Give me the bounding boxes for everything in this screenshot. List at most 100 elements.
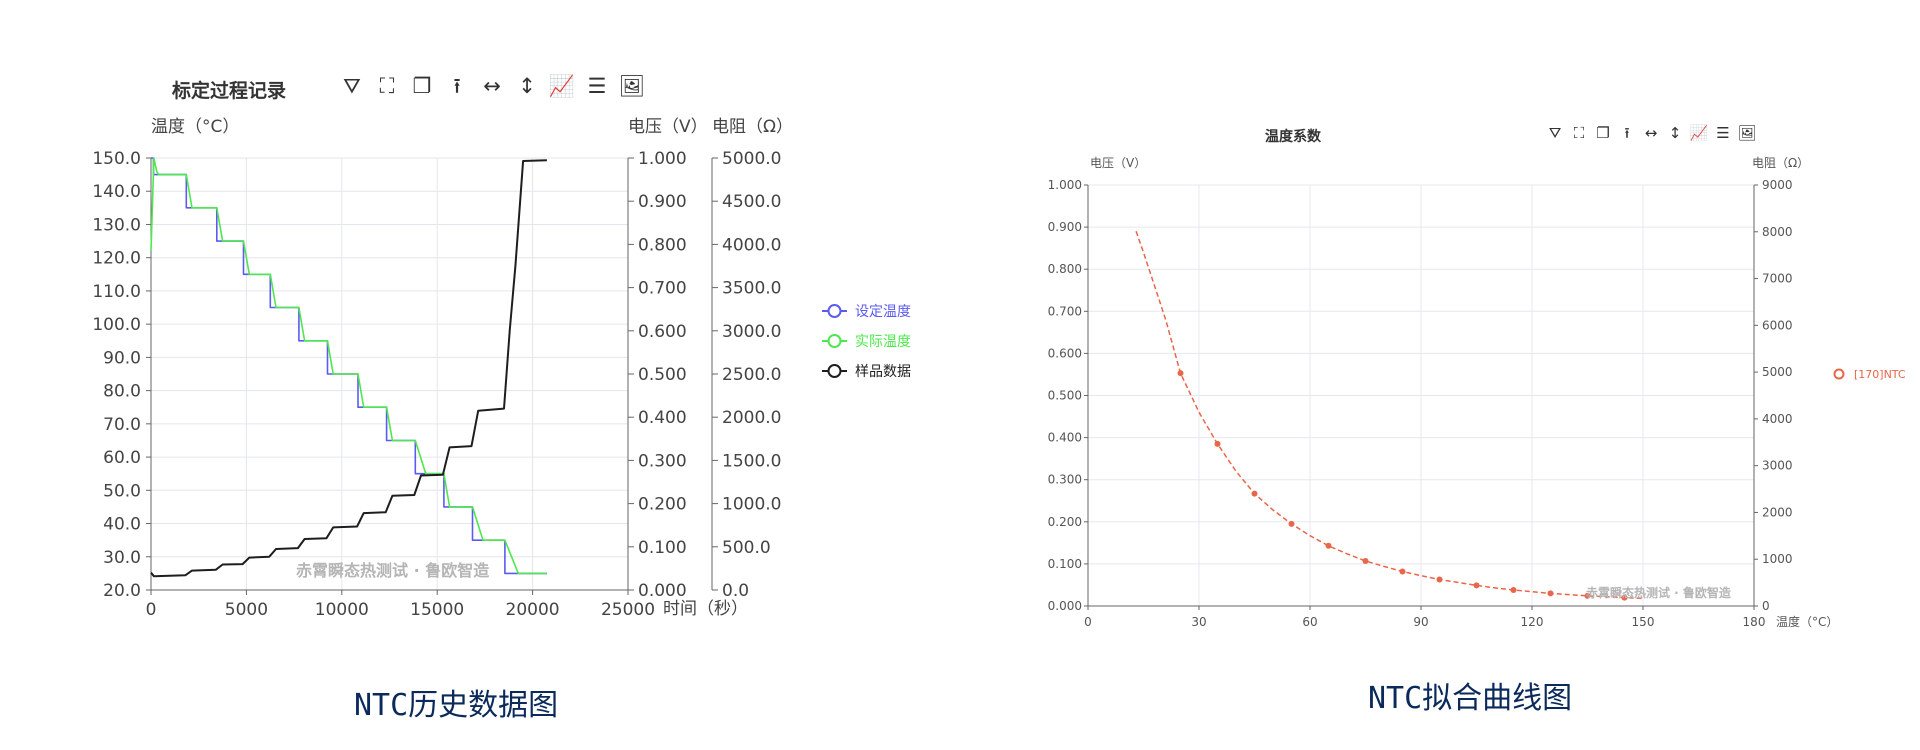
data-point xyxy=(1547,590,1554,597)
save-image-icon[interactable]: 🖼 xyxy=(618,74,646,98)
y-tick-label: 70.0 xyxy=(103,415,141,435)
y-tick-label: 0.700 xyxy=(1048,304,1082,318)
y3-tick-label: 4500.0 xyxy=(722,192,781,212)
y-tick-label: 0.900 xyxy=(1048,220,1082,234)
y3-tick-label: 500.0 xyxy=(722,538,771,558)
y2-tick-label: 0.500 xyxy=(638,365,687,385)
data-point xyxy=(1399,568,1406,575)
y-tick-label: 0.600 xyxy=(1048,346,1082,360)
y2-tick-label: 5000 xyxy=(1762,365,1793,379)
y-tick-label: 0.400 xyxy=(1048,431,1082,445)
y-tick-label: 90.0 xyxy=(103,348,141,368)
y3-tick-label: 3500.0 xyxy=(722,279,781,299)
line-chart-icon[interactable]: 📈 xyxy=(1689,124,1709,142)
y-tick-label: 150.0 xyxy=(92,149,141,169)
export-icon[interactable]: ⭱ xyxy=(453,74,461,98)
filter-icon[interactable]: ⛛ xyxy=(1548,124,1562,142)
watermark-text: 赤霄瞬态热测试 · 鲁欧智造 xyxy=(1586,585,1732,600)
zoom-area-icon[interactable]: ⛶ xyxy=(379,74,395,98)
chart-caption: NTC历史数据图 xyxy=(354,688,559,723)
data-point xyxy=(1177,370,1184,377)
y-tick-label: 0.100 xyxy=(1048,557,1082,571)
notes-icon[interactable]: ☰ xyxy=(1716,124,1730,142)
filter-icon[interactable]: ⛛ xyxy=(343,74,361,98)
y2-tick-label: 8000 xyxy=(1762,225,1793,239)
x-tick-label: 0 xyxy=(146,600,157,620)
legend-marker-1 xyxy=(827,304,842,318)
notes-icon[interactable]: ☰ xyxy=(587,74,607,98)
legend-marker-3 xyxy=(827,364,842,378)
y2-tick-label: 0.600 xyxy=(638,322,687,342)
y3-tick-label: 0.0 xyxy=(722,581,749,601)
save-image-icon[interactable]: 🖼 xyxy=(1737,124,1757,142)
x-tick-label: 15000 xyxy=(410,600,464,620)
watermark-text: 赤霄瞬态热测试 · 鲁欧智造 xyxy=(296,561,490,580)
x-tick-label: 60 xyxy=(1302,615,1317,629)
chart-caption: NTC拟合曲线图 xyxy=(1368,681,1573,716)
y2-tick-label: 1.000 xyxy=(638,149,687,169)
legend-label: [170]NTC xyxy=(1854,368,1906,381)
y-tick-label: 0.800 xyxy=(1048,262,1082,276)
y2-tick-label: 0.200 xyxy=(638,495,687,515)
y-tick-label: 60.0 xyxy=(103,448,141,468)
x-tick-label: 5000 xyxy=(225,600,268,620)
data-point xyxy=(1584,592,1591,599)
fit-chart-svg: 0.0000.1000.2000.3000.4000.5000.6000.700… xyxy=(1048,156,1906,629)
y-tick-label: 1.000 xyxy=(1048,178,1082,192)
y2-axis-name: 电阻（Ω） xyxy=(1752,156,1809,170)
y3-tick-label: 4000.0 xyxy=(722,235,781,255)
x-tick-label: 90 xyxy=(1413,615,1428,629)
data-point xyxy=(1362,557,1369,564)
export-icon[interactable]: ⭱ xyxy=(1624,124,1630,142)
zoom-area-icon[interactable]: ⛶ xyxy=(1573,124,1585,142)
y-tick-label: 80.0 xyxy=(103,382,141,402)
y2-tick-label: 0.900 xyxy=(638,192,687,212)
x-tick-label: 20000 xyxy=(506,600,560,620)
y-tick-label: 120.0 xyxy=(92,249,141,269)
series-line-1 xyxy=(151,157,547,575)
chart-title: 温度系数 xyxy=(1265,129,1321,145)
y3-tick-label: 2500.0 xyxy=(722,365,781,385)
legend-label-1: 设定温度 xyxy=(855,304,911,320)
y2-tick-label: 0.400 xyxy=(638,408,687,428)
legend-label-2: 实际温度 xyxy=(855,334,911,350)
data-point xyxy=(1251,490,1258,497)
y-tick-label: 0.500 xyxy=(1048,389,1082,403)
y-tick-label: 50.0 xyxy=(103,481,141,501)
history-chart-svg: 20.030.040.050.060.070.080.090.0100.0110… xyxy=(92,117,911,620)
y2-tick-label: 0.300 xyxy=(638,451,687,471)
y2-tick-label: 0.000 xyxy=(638,581,687,601)
y2-tick-label: 7000 xyxy=(1762,272,1793,286)
y-tick-label: 130.0 xyxy=(92,215,141,235)
y2-tick-label: 9000 xyxy=(1762,178,1793,192)
data-point xyxy=(1621,594,1628,601)
y2-tick-label: 6000 xyxy=(1762,318,1793,332)
y2-axis-name: 电压（V） xyxy=(628,117,708,137)
fit-height-icon[interactable]: ↕ xyxy=(518,74,536,98)
y-axis-name: 温度（°C） xyxy=(151,117,239,137)
fit-width-icon[interactable]: ↔ xyxy=(483,74,501,98)
data-point xyxy=(1436,576,1443,583)
restore-icon[interactable]: ❐ xyxy=(412,74,432,98)
fit-width-icon[interactable]: ↔ xyxy=(1644,124,1658,142)
restore-icon[interactable]: ❐ xyxy=(1596,124,1610,142)
x-tick-label: 30 xyxy=(1191,615,1206,629)
legend-marker-2 xyxy=(827,334,842,348)
y-tick-label: 0.300 xyxy=(1048,473,1082,487)
fit-curve xyxy=(1135,231,1644,600)
series-line-2 xyxy=(150,157,547,575)
y2-tick-label: 0.100 xyxy=(638,538,687,558)
y3-axis-name: 电阻（Ω） xyxy=(712,117,793,137)
line-chart-icon[interactable]: 📈 xyxy=(548,74,576,98)
legend-label-3: 样品数据 xyxy=(855,364,911,380)
fit-height-icon[interactable]: ↕ xyxy=(1668,124,1682,142)
x-axis-name: 温度（°C） xyxy=(1776,614,1838,629)
data-point xyxy=(1288,520,1295,527)
y2-tick-label: 2000 xyxy=(1762,505,1793,519)
x-tick-label: 0 xyxy=(1084,615,1092,629)
data-point xyxy=(1325,542,1332,549)
y3-tick-label: 1000.0 xyxy=(722,495,781,515)
x-tick-label: 180 xyxy=(1743,615,1766,629)
